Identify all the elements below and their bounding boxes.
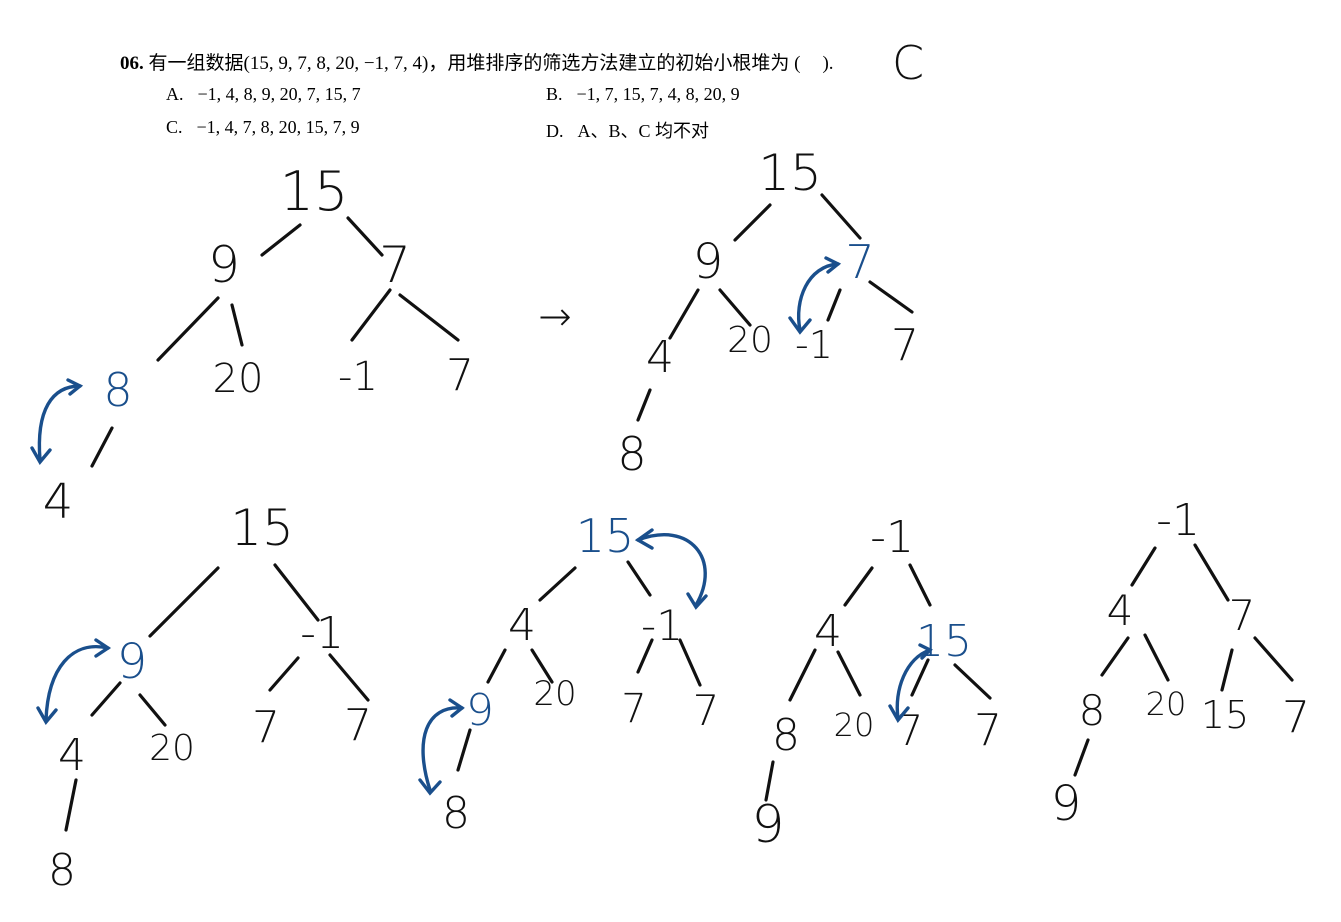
tree2: 15 9 7 4 20 -1 7 8 <box>617 144 919 481</box>
tree1-node-6: 7 <box>446 350 474 401</box>
option-d-label: D. <box>546 121 564 141</box>
tree1: 15 9 7 8 20 -1 7 4 <box>30 160 474 530</box>
tree2-node-4: 20 <box>727 320 773 361</box>
tree4-node-3: 9 <box>466 685 494 736</box>
tree1-node-4: 20 <box>213 356 264 402</box>
question-text: 有一组数据(15, 9, 7, 8, 20, −1, 7, 4)，用堆排序的筛选… <box>148 53 801 74</box>
tree3-node-5: 7 <box>252 702 280 753</box>
tree1-node-7: 4 <box>43 474 74 530</box>
tree3: 15 9 -1 4 20 7 7 8 <box>36 499 372 896</box>
tree3-node-7: 8 <box>48 845 76 896</box>
tree6-node-0: -1 <box>1156 495 1200 546</box>
tree6-node-1: 4 <box>1107 586 1134 635</box>
tree5-node-6: 7 <box>974 705 1002 756</box>
tree5-node-7: 9 <box>751 795 784 855</box>
tree4-node-4: 20 <box>533 674 576 714</box>
tree1-node-0: 15 <box>280 160 349 223</box>
tree3-node-2: -1 <box>300 608 344 659</box>
tree5-node-4: 20 <box>834 706 875 744</box>
tree1-node-1: 9 <box>208 236 240 294</box>
tree2-node-3: 4 <box>646 332 674 383</box>
tree1-node-2: 7 <box>379 236 411 294</box>
tree5-node-0: -1 <box>870 512 914 563</box>
option-a-label: A. <box>166 84 184 104</box>
tree3-node-1: 9 <box>117 634 148 690</box>
option-c-text: −1, 4, 7, 8, 20, 15, 7, 9 <box>196 117 360 137</box>
tree4-node-7: 8 <box>442 788 470 839</box>
question-line: 06. 有一组数据(15, 9, 7, 8, 20, −1, 7, 4)，用堆排… <box>120 48 834 75</box>
option-c: C. −1, 4, 7, 8, 20, 15, 7, 9 <box>166 117 360 138</box>
question-number: 06. <box>120 53 144 74</box>
tree2-node-6: 7 <box>891 320 919 371</box>
question-close: ). <box>822 53 834 74</box>
tree2-node-1: 9 <box>693 234 724 290</box>
tree3-node-0: 15 <box>230 499 294 557</box>
option-a-text: −1, 4, 8, 9, 20, 7, 15, 7 <box>197 84 361 104</box>
tree1-node-5: -1 <box>338 354 378 400</box>
option-b: B. −1, 7, 15, 7, 4, 8, 20, 9 <box>546 84 740 105</box>
option-c-label: C. <box>166 117 183 137</box>
tree4-node-0: 15 <box>576 509 635 563</box>
tree1-node-3: 8 <box>103 363 132 417</box>
tree6-node-3: 8 <box>1079 686 1106 735</box>
tree6-node-6: 7 <box>1282 692 1310 743</box>
tree5-node-1: 4 <box>814 606 842 657</box>
tree4-node-2: -1 <box>641 601 683 650</box>
tree4-node-6: 7 <box>693 686 720 735</box>
option-b-text: −1, 7, 15, 7, 4, 8, 20, 9 <box>576 84 740 104</box>
tree4: 15 4 -1 9 20 7 7 8 <box>418 509 720 839</box>
tree6: -1 4 7 8 20 15 7 9 <box>1051 495 1310 832</box>
tree5-node-5: 7 <box>897 706 924 755</box>
tree4-node-1: 4 <box>508 600 536 651</box>
tree2-node-7: 8 <box>617 427 646 481</box>
tree3-node-3: 4 <box>58 730 86 781</box>
tree2-node-0: 15 <box>758 144 822 202</box>
handwritten-answer: C <box>892 36 925 90</box>
tree3-node-4: 20 <box>149 728 195 769</box>
tree5-node-3: 8 <box>772 710 800 761</box>
option-a: A. −1, 4, 8, 9, 20, 7, 15, 7 <box>166 84 361 105</box>
option-b-label: B. <box>546 84 563 104</box>
tree6-node-4: 20 <box>1146 685 1187 723</box>
tree3-node-6: 7 <box>344 700 372 751</box>
tree4-node-5: 7 <box>621 686 646 732</box>
option-d-text: A、B、C 均不对 <box>577 121 710 141</box>
tree6-node-5: 15 <box>1201 693 1249 737</box>
transition-arrow: → <box>538 294 572 340</box>
tree2-node-2: 7 <box>845 235 874 289</box>
option-d: D. A、B、C 均不对 <box>546 117 709 143</box>
tree6-node-2: 7 <box>1229 591 1256 640</box>
tree6-node-7: 9 <box>1051 776 1082 832</box>
tree5-node-2: 15 <box>916 616 972 667</box>
tree5: -1 4 15 8 20 7 7 9 <box>751 512 1002 855</box>
